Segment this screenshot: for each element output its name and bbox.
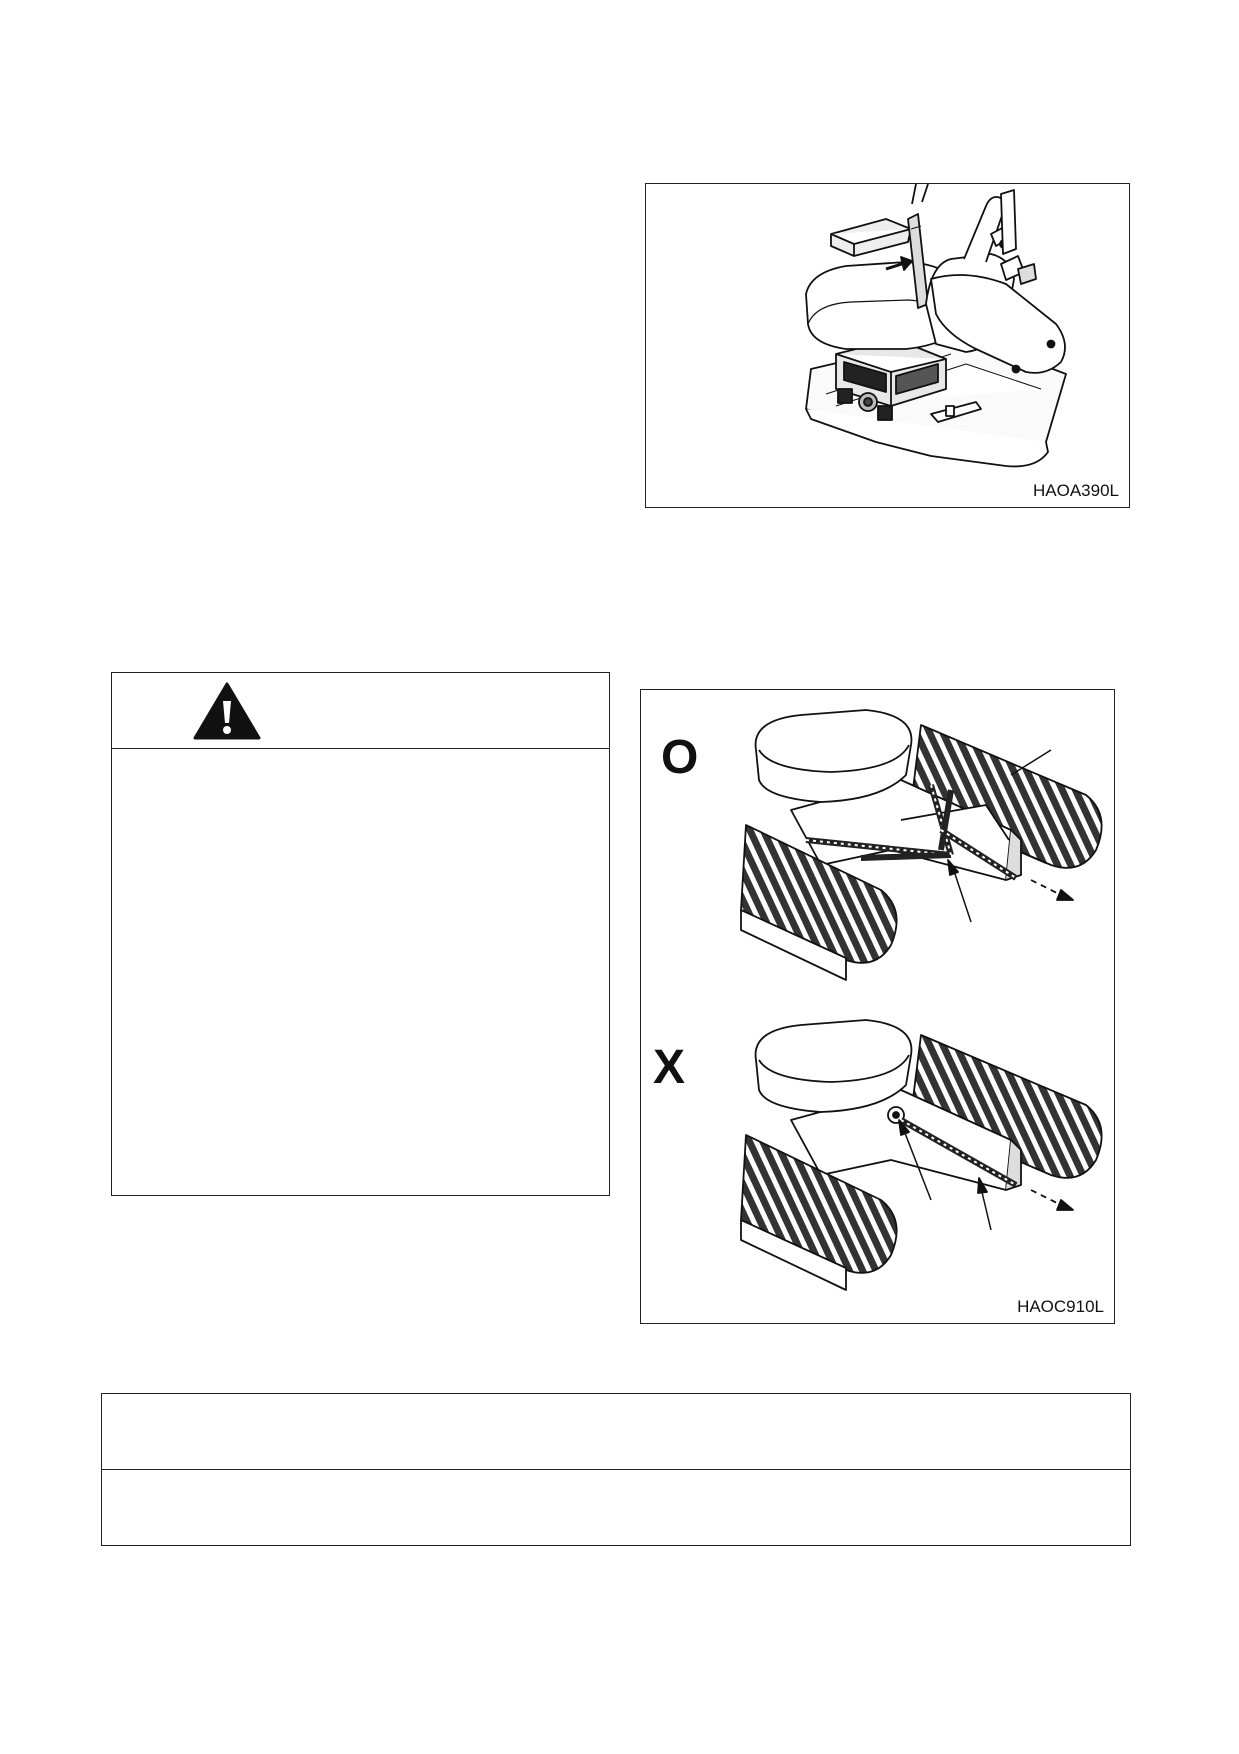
warning-triangle-icon (193, 682, 261, 740)
warning-header (112, 673, 609, 749)
towing-figure: O X (640, 689, 1115, 1324)
figure-code-towing: HAOC910L (1017, 1297, 1104, 1316)
note-table-row-2 (102, 1470, 1130, 1545)
note-table-row-1 (102, 1394, 1130, 1470)
wrong-towing-scene (740, 1019, 1103, 1291)
note-table (101, 1393, 1131, 1546)
correct-mark: O (661, 731, 699, 784)
wrong-mark: X (653, 1041, 686, 1094)
warning-box (111, 672, 610, 1196)
towing-illustration (740, 709, 1103, 1291)
seat-figure: HAOA390L (645, 183, 1130, 508)
correct-towing-scene (740, 709, 1103, 981)
figure-code-seat: HAOA390L (1033, 481, 1119, 500)
seat-illustration (805, 184, 1067, 468)
